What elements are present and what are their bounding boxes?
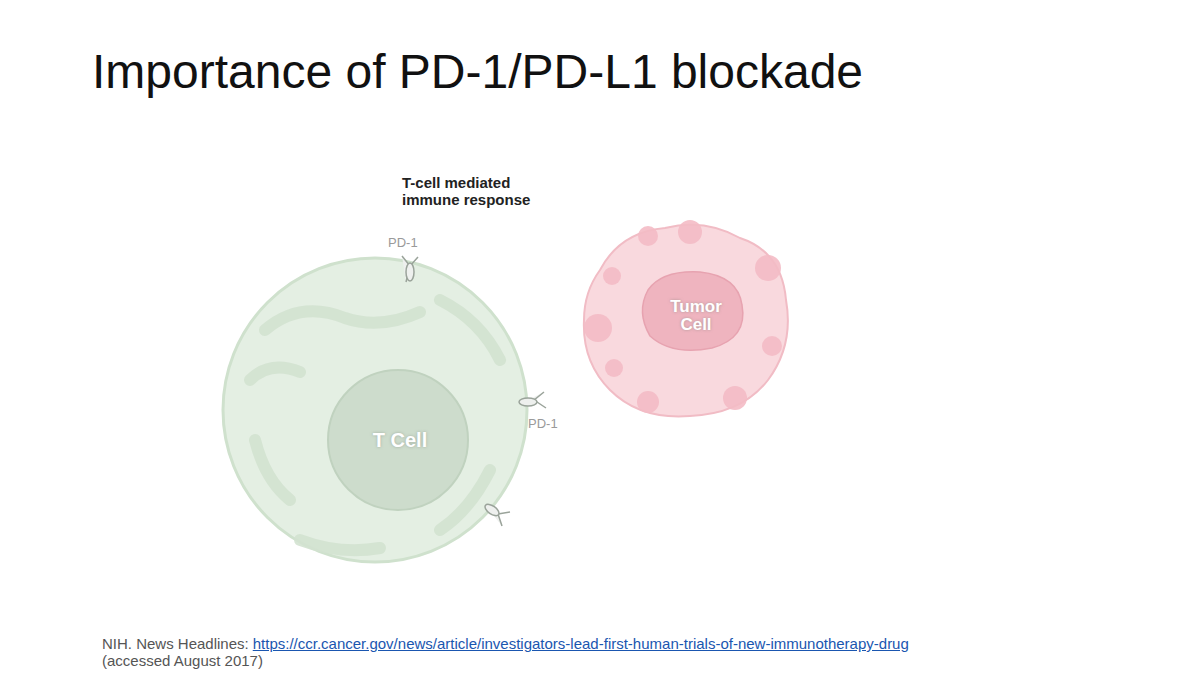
citation-date: (accessed August 2017) <box>102 652 263 669</box>
cell-label: Tumor Cell <box>666 298 726 334</box>
tumor-cell: Tumor Cell <box>584 222 788 418</box>
illustration-heading: T-cell mediated immune response <box>402 174 542 209</box>
receptor-label: PD-1 <box>388 236 418 251</box>
citation-link: https://ccr.cancer.gov/news/article/inve… <box>253 635 909 652</box>
cell-label: T Cell <box>373 430 427 451</box>
slide-title: Importance of PD-1/PD-L1 blockade <box>92 44 863 99</box>
receptor-label: PD-1 <box>528 417 558 432</box>
citation: NIH. News Headlines: <box>102 635 249 652</box>
t-cell: T Cell <box>222 258 528 564</box>
